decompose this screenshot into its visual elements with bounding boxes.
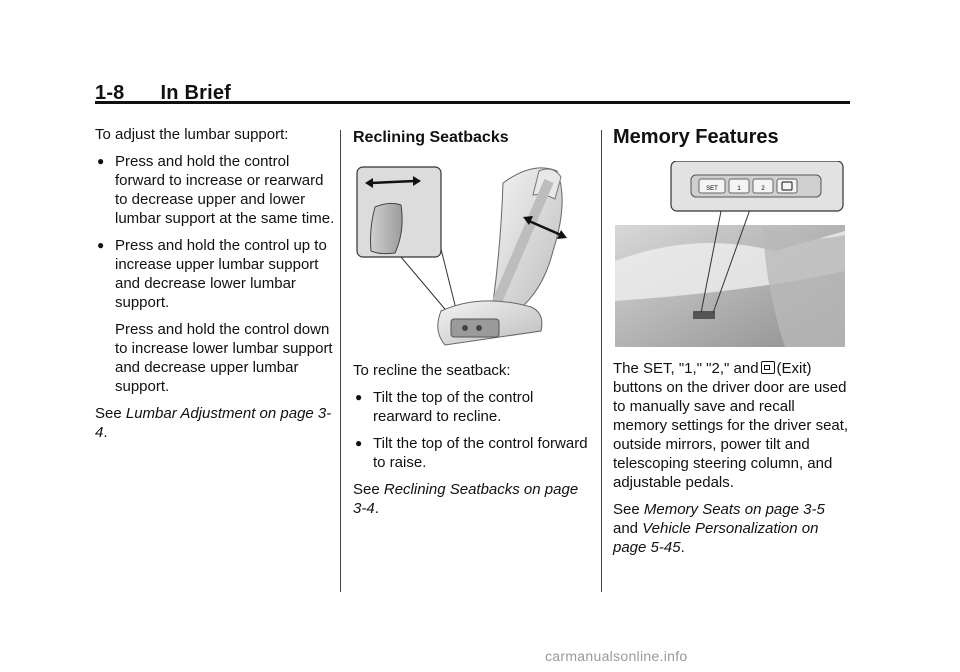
bullet-icon: ●: [355, 436, 363, 450]
memory-1-label: 1: [737, 186, 741, 192]
section-heading: Reclining Seatbacks: [353, 129, 509, 146]
column-divider: [601, 130, 602, 592]
list-item: ● Press and hold the control up to incre…: [97, 237, 327, 311]
memory-paragraph: The SET, "1," "2," and(Exit) buttons on …: [613, 360, 849, 491]
watermark: carmanualsonline.info: [545, 648, 688, 664]
column-divider: [340, 130, 341, 592]
cross-reference-link[interactable]: Vehicle Personalization on page 5-45: [613, 520, 819, 556]
column-memory: Memory Features SET 1 2 The SET, "1," "2…: [613, 126, 853, 565]
memory-see-ref: See Memory Seats on page 3-5 and Vehicle…: [613, 501, 825, 556]
lumbar-indented-para: Press and hold the control down to incre…: [115, 321, 333, 395]
list-item: ● Tilt the top of the control forward to…: [355, 435, 588, 471]
bullet-icon: ●: [97, 154, 105, 168]
column-reclining: Reclining Seatbacks To recline the seatb…: [353, 128, 593, 526]
header-rule: [95, 101, 850, 104]
chapter-title: In Brief: [160, 82, 232, 104]
recline-intro: To recline the seatback:: [353, 362, 511, 379]
recline-see-ref: See Reclining Seatbacks on page 3-4.: [353, 481, 579, 517]
page-number: 1-8: [95, 82, 125, 104]
bullet-icon: ●: [355, 390, 363, 404]
section-heading: Memory Features: [613, 126, 779, 148]
seat-illustration: [356, 166, 567, 346]
exit-memory-icon: [781, 181, 793, 191]
cross-reference-link[interactable]: Lumbar Adjustment on page 3-4: [95, 405, 332, 441]
memory-set-label: SET: [706, 186, 718, 192]
bullet-icon: ●: [97, 238, 105, 252]
column-lumbar: To adjust the lumbar support: ● Press an…: [95, 125, 335, 450]
cross-reference-link[interactable]: Reclining Seatbacks on page 3-4: [353, 481, 579, 517]
cross-reference-link[interactable]: Memory Seats on page 3-5: [643, 501, 825, 518]
lumbar-see-ref: See Lumbar Adjustment on page 3-4.: [95, 405, 332, 441]
memory-buttons-illustration: SET 1 2: [615, 161, 845, 347]
exit-memory-icon: [760, 361, 775, 374]
memory-2-label: 2: [761, 186, 765, 192]
lumbar-intro: To adjust the lumbar support:: [95, 126, 289, 143]
list-item: ● Press and hold the control forward to …: [97, 153, 335, 227]
list-item: ● Tilt the top of the control rearward t…: [355, 389, 534, 425]
page-header: 1-8 In Brief: [95, 82, 231, 105]
